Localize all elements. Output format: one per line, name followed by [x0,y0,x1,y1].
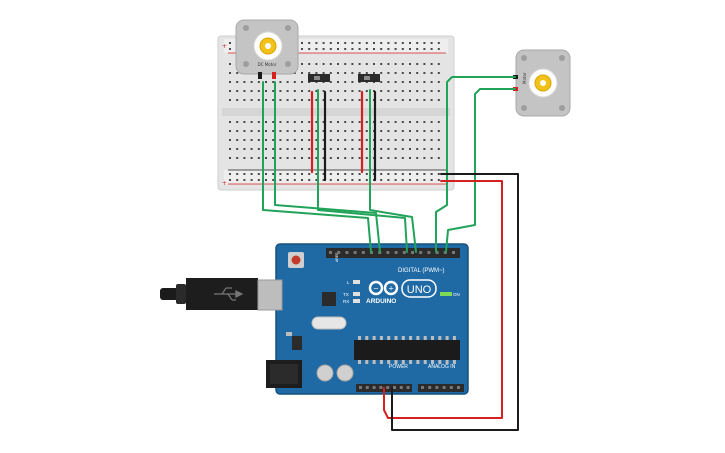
left-motor-terminal-neg[interactable] [258,72,262,79]
svg-text:+: + [222,180,227,187]
reset-button[interactable] [291,255,301,265]
usb-cable[interactable] [160,278,283,311]
l-led [353,280,360,284]
left-motor-terminal-pos[interactable] [272,72,276,79]
green-wire-motor-right-neg[interactable] [435,76,516,253]
arduino-uno-board[interactable]: DIGITAL (PWM~) AREF L TX RX − + ARDUINO … [160,243,469,395]
on-label: ON [453,292,460,297]
icsp-header [322,292,336,306]
arduino-logo-icon [368,280,399,296]
usb-port [257,279,283,311]
arduino-pcb [275,243,469,395]
bottom-power-rail [224,170,448,184]
power-label: POWER [389,364,408,370]
l-led-label: L [347,280,350,285]
green-wire-motor-left-pos[interactable] [274,81,381,253]
digital-header[interactable] [326,248,460,258]
svg-text:AREF: AREF [335,253,339,262]
tx-led [353,292,360,296]
analog-header[interactable] [418,384,464,392]
center-channel [222,108,450,116]
analog-label: ANALOG IN [428,364,456,370]
left-motor-label: DC Motor [258,62,277,67]
digital-label: DIGITAL (PWM~) [398,268,445,274]
model-label: UNO [407,284,432,296]
svg-text:+: + [222,43,227,50]
chip-legs [358,336,456,364]
bottom-pins [359,386,460,389]
svg-text:−: − [373,285,379,293]
motor-icon [534,74,552,92]
black-wire-gnd[interactable] [391,173,519,431]
green-wire-motor-left-neg[interactable] [262,81,372,253]
wires [262,76,519,431]
left-dc-motor[interactable]: DC Motor [235,19,299,79]
brand-label: ARDUINO [366,298,396,305]
usb-icon [214,287,244,301]
rx-led-label: RX [343,299,349,304]
green-wire-motor-right-pos[interactable] [445,88,516,253]
motor-icon [259,37,277,55]
tx-led-label: TX [343,292,349,297]
right-motor-label: Motor [522,72,527,84]
capacitor-1 [316,364,334,382]
breadboard-holes [229,42,440,181]
green-wire-switch-right[interactable] [369,89,417,253]
atmega-chip [354,340,460,360]
svg-text:+: + [388,285,394,293]
power-led [440,292,452,296]
green-wire-switch-left[interactable] [317,89,408,253]
capacitor-2 [336,364,354,382]
uno-badge [401,279,437,298]
rx-led [353,299,360,303]
voltage-regulator [292,336,302,350]
crystal-oscillator [311,316,347,330]
right-dc-motor[interactable]: Motor [513,49,571,117]
red-wire-5v[interactable] [383,180,503,419]
